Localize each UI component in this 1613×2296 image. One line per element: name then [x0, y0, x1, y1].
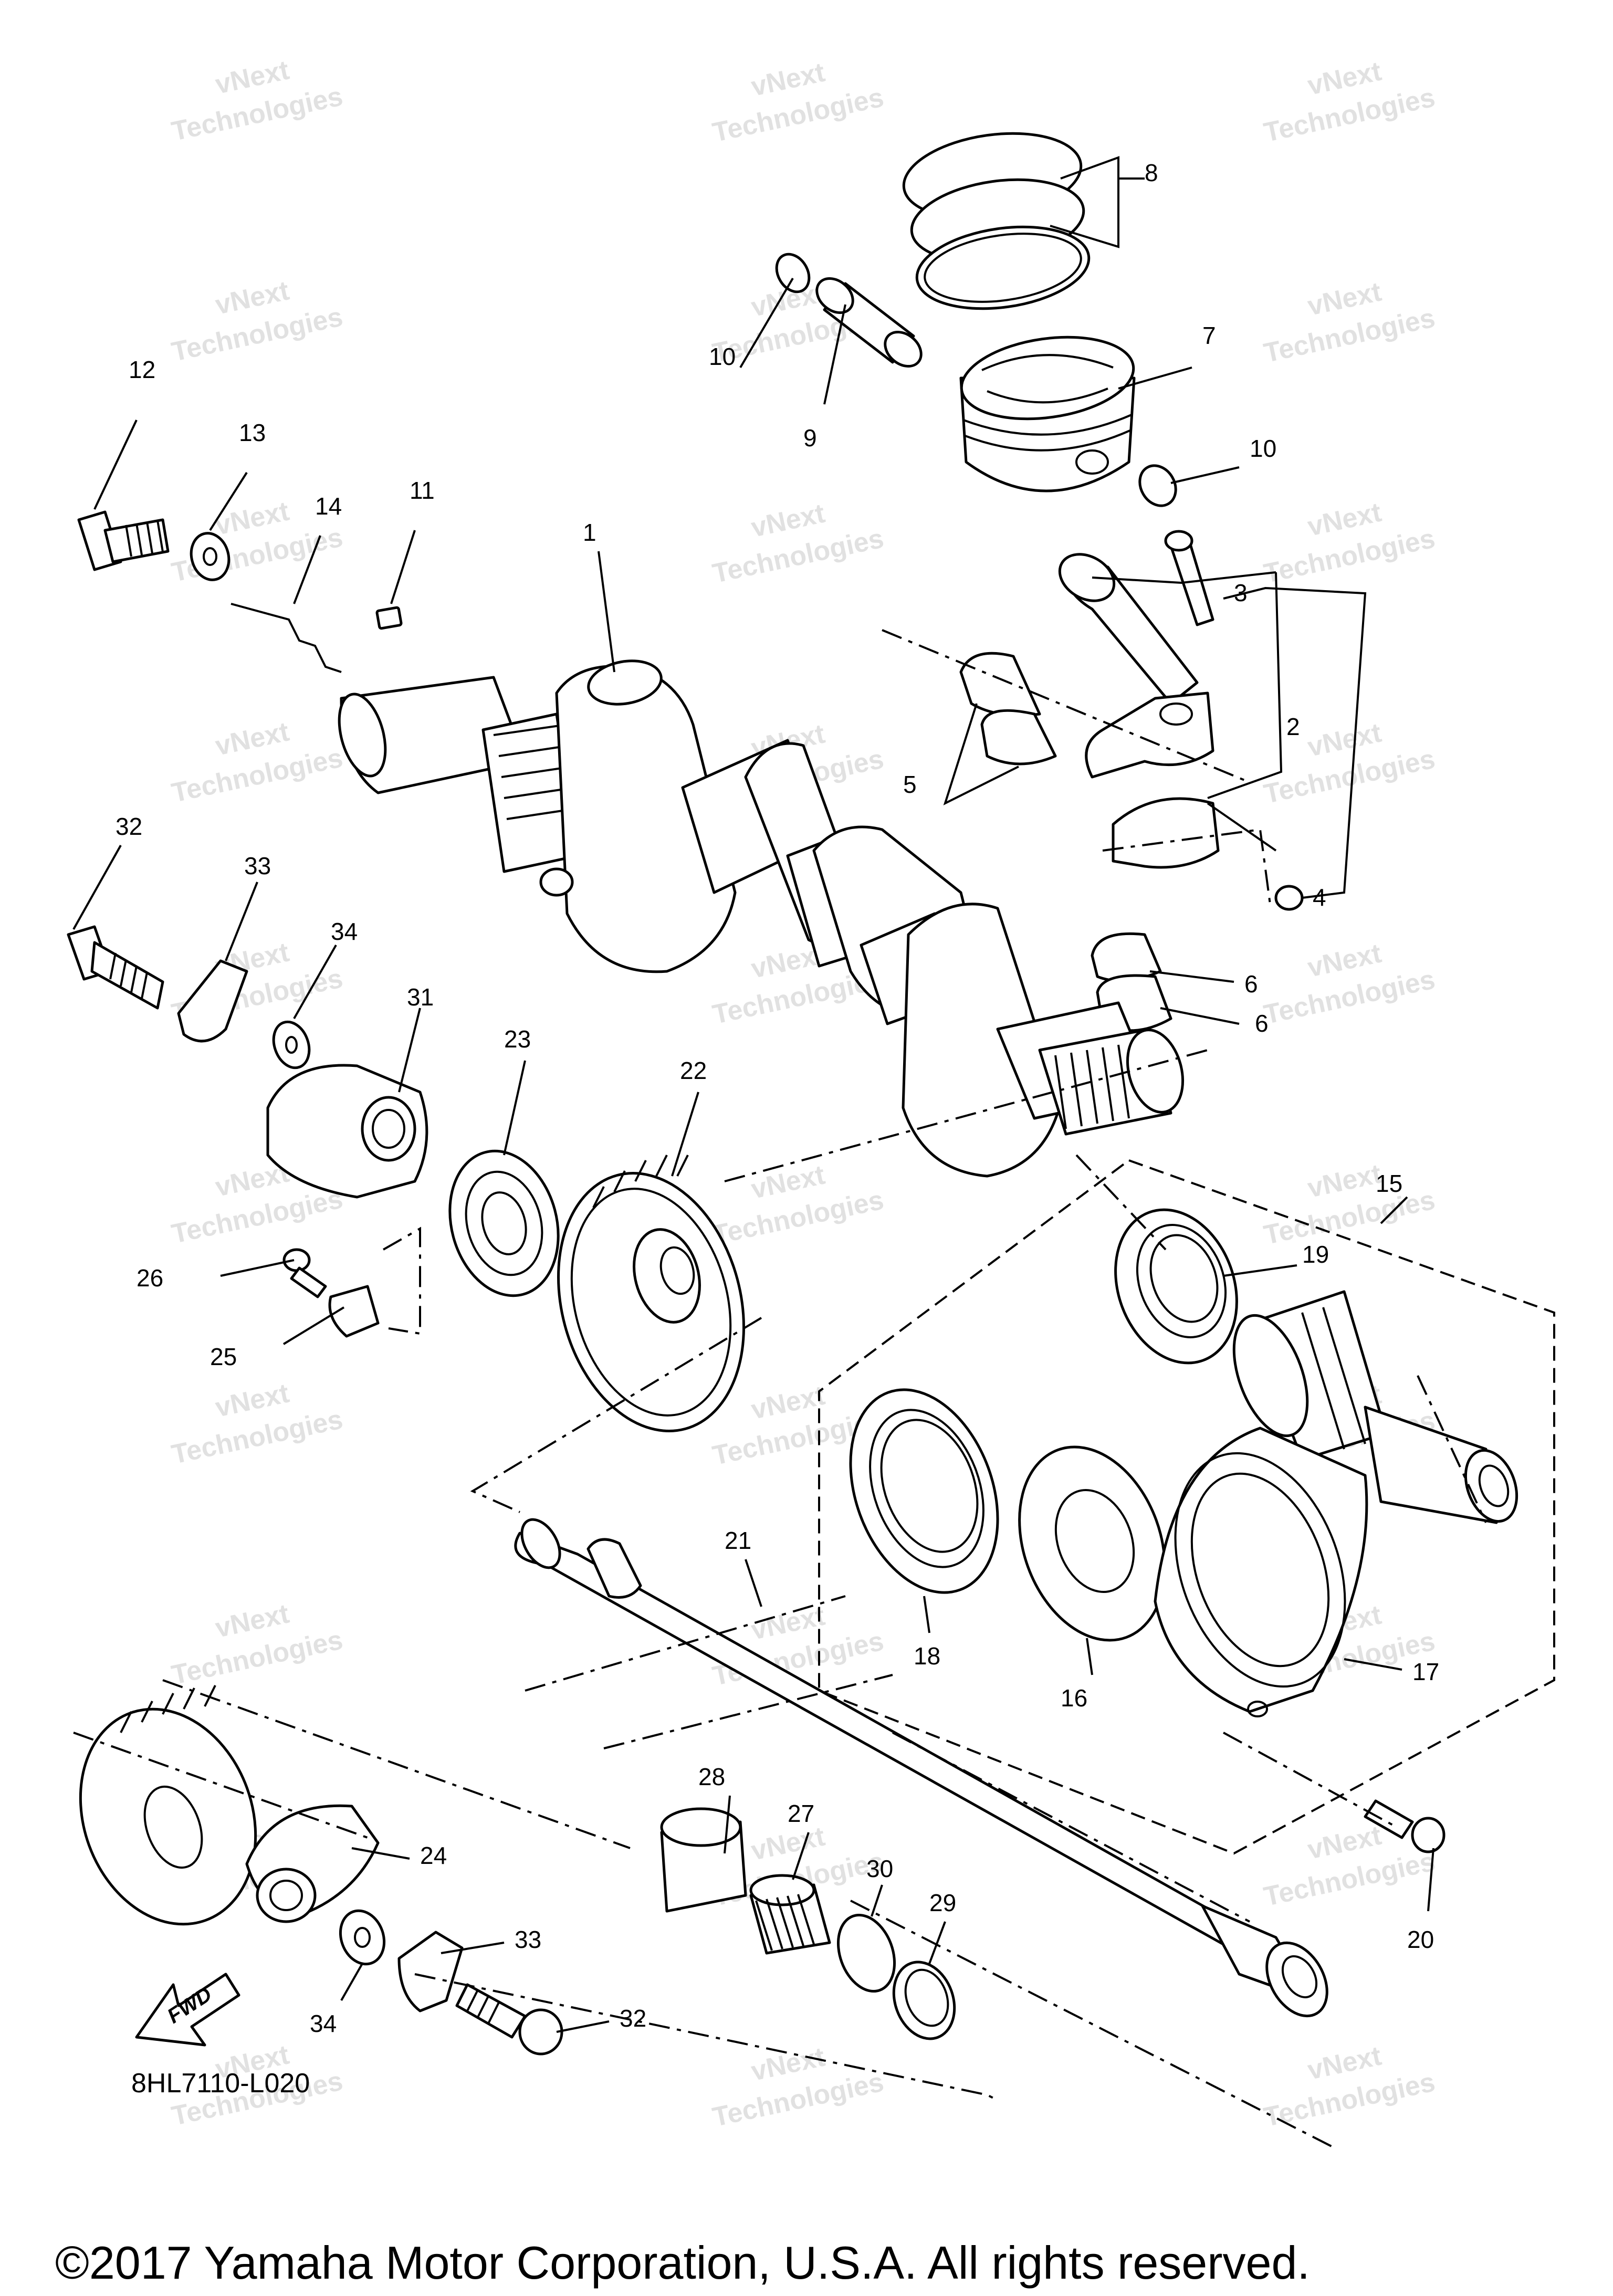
callout-32: 32	[620, 2005, 646, 2032]
needle-bearing	[749, 1874, 831, 1955]
woodruff-key	[375, 606, 403, 630]
callout-33: 33	[515, 1926, 541, 1953]
callout-numbers: 1 2 3 4 5 6 6 7 8 9 10 10 11 12 13 14 15…	[116, 159, 1439, 2037]
callout-25: 25	[210, 1343, 237, 1370]
callout-6: 6	[1244, 970, 1258, 998]
callout-13: 13	[239, 419, 266, 446]
balancer-bolt	[67, 925, 164, 1010]
piston-pin-clip	[1138, 464, 1177, 507]
piston	[959, 336, 1136, 492]
callout-10: 10	[1250, 435, 1276, 462]
callout-26: 26	[137, 1264, 163, 1292]
crank-plate	[231, 603, 342, 673]
rod-bolt	[1164, 530, 1214, 626]
callout-20: 20	[1407, 1926, 1434, 1953]
piston-pin	[815, 277, 923, 368]
callout-3: 3	[1234, 579, 1248, 606]
screw	[282, 1248, 327, 1298]
rod-nut	[1274, 885, 1304, 911]
collar	[660, 1807, 747, 1913]
callout-9: 9	[803, 424, 817, 452]
ball-bearing	[448, 1149, 560, 1297]
bearing	[1018, 1445, 1166, 1642]
callout-29: 29	[929, 1889, 956, 1916]
drive-shaft	[514, 1518, 1328, 2018]
piston-rings	[902, 132, 1091, 310]
alignment-lines	[73, 629, 1487, 2148]
callout-11: 11	[410, 477, 435, 504]
callout-10: 10	[709, 343, 736, 370]
callout-27: 27	[788, 1800, 814, 1827]
callout-34: 34	[331, 918, 358, 945]
callout-33: 33	[244, 852, 271, 879]
connecting-rod	[1058, 553, 1220, 869]
callout-7: 7	[1202, 322, 1216, 349]
circlip	[836, 1913, 896, 1993]
callout-8: 8	[1145, 159, 1158, 186]
balancer-weight	[266, 1064, 428, 1199]
crank-washer-hole	[203, 547, 217, 566]
callout-28: 28	[698, 1763, 725, 1790]
balancer-washer-hole	[285, 1036, 298, 1054]
balancer-shaft	[1232, 1290, 1518, 1524]
callout-6: 6	[1255, 1010, 1269, 1037]
callout-2: 2	[1286, 713, 1300, 740]
callout-30: 30	[866, 1855, 893, 1882]
copyright-notice: ©2017 Yamaha Motor Corporation, U.S.A. A…	[55, 2237, 1310, 2289]
callout-1: 1	[583, 519, 596, 546]
callout-16: 16	[1061, 1684, 1087, 1712]
callout-32: 32	[116, 813, 142, 840]
lock-plate	[177, 959, 248, 1043]
balancer-bolt	[455, 1983, 563, 2056]
callout-15: 15	[1376, 1170, 1402, 1197]
balancer-driven-gear	[79, 1685, 257, 1926]
callout-4: 4	[1313, 884, 1326, 911]
balancer-washer	[339, 1909, 386, 1966]
callout-17: 17	[1412, 1658, 1439, 1685]
callout-18: 18	[914, 1642, 940, 1670]
thrust-washer	[892, 1960, 956, 2040]
crankshaft	[338, 659, 1185, 1178]
balancer-washer	[272, 1020, 311, 1070]
callout-34: 34	[310, 2010, 337, 2037]
callout-23: 23	[504, 1025, 531, 1053]
crank-bolt	[77, 510, 170, 571]
callout-21: 21	[725, 1527, 751, 1554]
balancer-weight-lower	[245, 1804, 380, 1923]
housing-bolt	[1364, 1799, 1446, 1853]
crank-washer	[190, 532, 231, 581]
forward-arrow: FWD	[135, 1973, 240, 2047]
leader-lines	[72, 156, 1434, 2033]
balancer-gear	[557, 1155, 745, 1432]
lock-plate	[397, 1931, 464, 2012]
conrod-bearings	[959, 652, 1057, 766]
callout-5: 5	[903, 771, 917, 798]
callout-24: 24	[420, 1842, 447, 1869]
callout-19: 19	[1302, 1241, 1329, 1268]
balancer-washer-hole	[354, 1927, 371, 1948]
piston-pin-clip	[775, 253, 811, 293]
oil-seal	[849, 1388, 999, 1594]
bearing-housing	[1154, 1427, 1368, 1717]
callout-22: 22	[680, 1057, 707, 1084]
retainer	[328, 1285, 380, 1338]
callout-31: 31	[407, 983, 434, 1011]
assembly-boundary	[818, 1159, 1555, 1855]
bearing	[1114, 1208, 1238, 1365]
callout-12: 12	[129, 356, 155, 383]
diagram-code: 8HL7110-L020	[131, 2068, 310, 2099]
callout-14: 14	[315, 492, 342, 520]
